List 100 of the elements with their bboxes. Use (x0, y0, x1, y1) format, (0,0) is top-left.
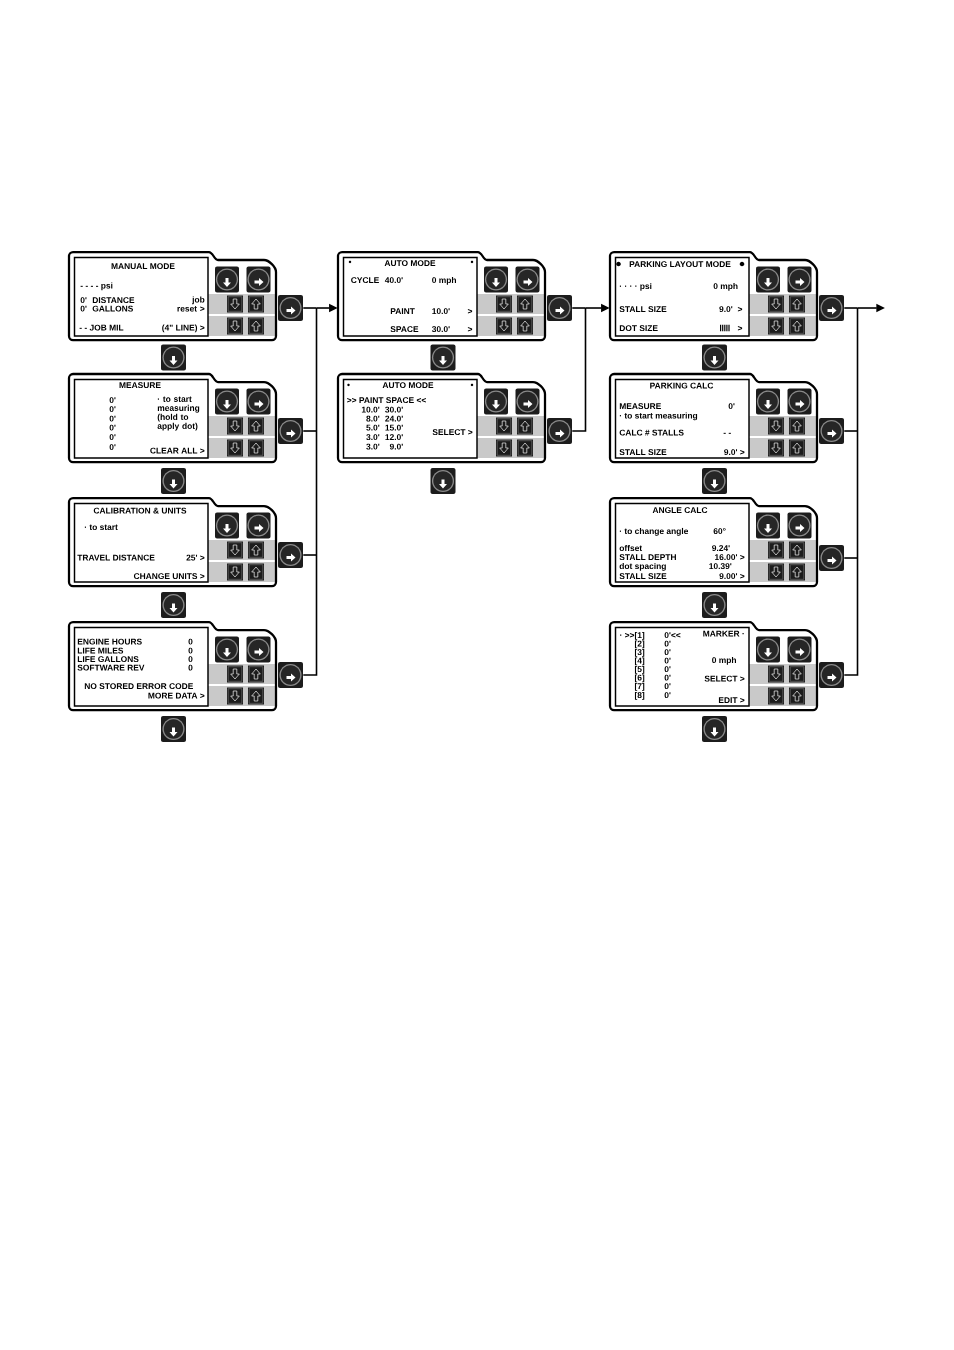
down-arrow-button (702, 344, 727, 371)
field-label: MEASURE (619, 403, 661, 410)
field-label: ENGINE HOURS (77, 638, 142, 645)
menu-option: > (467, 308, 473, 314)
field-label: - - JOB MIL (79, 324, 124, 331)
value-readout: 10.0' (361, 406, 380, 413)
value-readout: 24.0' (385, 415, 403, 422)
down-arrow-button (702, 592, 727, 618)
menu-option: SELECT > (432, 429, 473, 436)
field-label: SPACE (390, 326, 419, 333)
value-readout: 0' (109, 444, 116, 451)
menu-option: 16.00' > (715, 554, 745, 561)
value-readout: 0'<< (664, 632, 681, 639)
field-label: dot spacing (619, 562, 666, 571)
right-arrow-button (278, 542, 303, 568)
field-label: PAINT (390, 308, 415, 314)
right-arrow-button (819, 418, 844, 444)
down-arrow-button (430, 344, 456, 371)
field-label: [5] (634, 665, 645, 674)
down-arrow-button (161, 468, 186, 494)
screen-title: PARKING LAYOUT MODE (629, 261, 731, 268)
screen-title: MEASURE (119, 382, 161, 389)
value-readout: 0 (188, 647, 193, 654)
value-readout: 0' (728, 403, 735, 410)
value-readout: 9.0' (719, 306, 733, 313)
field-label: CYCLE (351, 277, 379, 284)
field-label: [4] (634, 657, 645, 666)
connector-line (843, 557, 859, 676)
value-readout: 0' (664, 640, 671, 647)
connector-line (315, 307, 318, 432)
menu-option: > (467, 326, 473, 332)
down-arrow-button (161, 344, 186, 371)
value-readout: 0' (80, 297, 87, 304)
menu-option: CLEAR ALL > (150, 447, 205, 454)
value-readout: 10.39' (709, 563, 732, 570)
menu-option: > (737, 306, 743, 312)
menu-option: SELECT > (704, 675, 745, 682)
value-readout: 0' (664, 666, 671, 673)
hint-text: · · · · psi (619, 282, 652, 291)
field-label: DISTANCE (92, 297, 135, 304)
down-arrow-button (161, 716, 186, 742)
field-label: LIFE GALLONS (77, 656, 139, 663)
value-readout: 3.0' (366, 434, 380, 441)
hint-text: · to change angle (619, 527, 689, 536)
value-readout: 30.0' (431, 326, 450, 333)
right-arrow-button (819, 662, 844, 688)
hint-text: · to start (84, 524, 118, 531)
menu-option: 9.00' > (719, 573, 745, 580)
field-label: DOT SIZE (619, 325, 658, 332)
down-arrow-button (161, 592, 186, 618)
right-arrow-button (278, 418, 303, 444)
field-label: SOFTWARE REV (77, 664, 145, 671)
value-readout: 9.0' (389, 443, 403, 450)
right-arrow-button (278, 295, 303, 321)
menu-option: MARKER · (703, 630, 744, 637)
field-label: [3] (634, 648, 645, 657)
connector-line (856, 430, 859, 559)
screen-title: MANUAL MODE (111, 263, 175, 270)
connector-line (843, 557, 859, 559)
value-readout: - - (723, 432, 731, 434)
menu-option: (4" LINE) > (162, 324, 205, 333)
value-readout: 5.0' (366, 424, 380, 431)
menu-option: CHANGE UNITS > (133, 573, 205, 580)
screen-title: AUTO MODE (382, 382, 434, 389)
value-readout: 3.0' (366, 443, 380, 450)
field-label: [8] (634, 691, 645, 700)
menu-option: > (737, 325, 743, 331)
connector-line (302, 554, 318, 676)
value-readout: 9.24' (712, 545, 730, 552)
field-label: LIFE MILES (77, 647, 124, 654)
value-readout: 0' (664, 674, 671, 681)
value-readout: 60° (713, 528, 726, 535)
right-arrow-button (547, 418, 572, 444)
connector-line (302, 307, 318, 309)
value-readout: 0' (664, 649, 671, 656)
value-readout: 30.0' (385, 406, 403, 413)
field-label: STALL SIZE (619, 306, 667, 313)
value-readout: 0' (109, 424, 116, 431)
menu-option: EDIT > (718, 697, 745, 703)
value-readout: 40.0' (384, 277, 403, 284)
value-readout: 0' (109, 434, 116, 441)
connector-line (315, 430, 318, 556)
right-arrow-button (819, 545, 844, 571)
screen-title: CALIBRATION & UNITS (93, 507, 187, 514)
menu-option: 25' > (186, 554, 205, 561)
field-label: [2] (634, 640, 645, 649)
connector-line (302, 430, 318, 432)
value-readout: 0' (664, 692, 671, 699)
menu-option: MORE DATA > (148, 692, 205, 699)
value-readout: 0' (80, 305, 87, 312)
hint-text: · to start measuring (619, 412, 698, 421)
value-readout: 8.0' (366, 415, 380, 422)
field-label: - - - - psi (80, 282, 113, 291)
value-readout: 15.0' (385, 424, 403, 431)
field-label: [7] (634, 682, 645, 691)
value-readout: 0 mph (712, 656, 736, 665)
connector-line (843, 307, 859, 309)
connector-line (571, 307, 587, 309)
value-readout: 0' (109, 406, 116, 413)
field-label: offset (619, 544, 643, 552)
